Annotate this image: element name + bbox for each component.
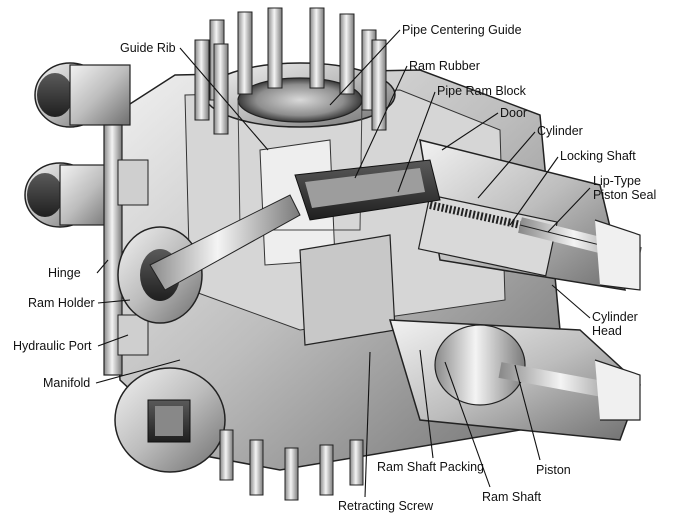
label-piston-seal-line2: Piston Seal	[593, 188, 657, 202]
label-manifold: Manifold	[43, 376, 91, 390]
lower-cylinder-assembly	[388, 319, 641, 441]
label-locking-shaft: Locking Shaft	[560, 149, 636, 163]
leader-lip-type-piston-seal	[547, 187, 591, 233]
label-cylinder-head-line1: Cylinder	[592, 310, 638, 324]
label-ram-rubber: Ram Rubber	[409, 59, 480, 73]
label-lip-type-piston-seal: Lip-Type Piston Seal	[593, 174, 656, 202]
leader-hinge	[96, 259, 109, 274]
top-studs	[194, 7, 387, 135]
leader-lines	[95, 29, 591, 498]
leader-door	[441, 112, 499, 151]
leader-hydraulic-port	[97, 334, 129, 347]
leader-manifold	[95, 359, 181, 384]
leader-pipe-ram-block	[397, 91, 436, 193]
bottom-flange	[114, 367, 226, 473]
label-ram-shaft-packing: Ram Shaft Packing	[377, 460, 484, 474]
label-door: Door	[500, 106, 528, 120]
side-port	[117, 194, 301, 324]
label-pipe-centering-guide: Pipe Centering Guide	[402, 23, 522, 37]
leader-cylinder-head	[551, 284, 591, 319]
label-guide-rib: Guide Rib	[120, 41, 176, 55]
label-piston: Piston	[536, 463, 571, 477]
leader-ram-shaft-packing	[419, 349, 434, 459]
label-pipe-ram-block: Pipe Ram Block	[437, 84, 526, 98]
upper-cylinder-assembly	[417, 138, 642, 291]
leader-cylinder	[477, 131, 536, 199]
label-lip-type-line1: Lip-Type	[593, 174, 641, 188]
leader-guide-rib	[179, 47, 269, 151]
leader-ram-rubber	[354, 65, 408, 179]
label-retracting-screw: Retracting Screw	[338, 499, 434, 513]
label-cylinder: Cylinder	[537, 124, 583, 138]
label-cylinder-head: Cylinder Head	[592, 310, 638, 338]
hinge-column	[103, 124, 149, 376]
bottom-studs	[219, 429, 364, 501]
label-hinge: Hinge	[48, 266, 81, 280]
leader-locking-shaft	[509, 156, 559, 226]
label-hydraulic-port: Hydraulic Port	[13, 339, 92, 353]
label-ram-holder: Ram Holder	[28, 296, 95, 310]
leader-ram-holder	[97, 299, 131, 304]
label-ram-shaft: Ram Shaft	[482, 490, 542, 504]
leader-ram-shaft	[444, 361, 491, 488]
label-cylinder-head-line2: Head	[592, 324, 622, 338]
leader-pipe-centering-guide	[329, 29, 401, 106]
leader-retracting-screw	[364, 351, 371, 498]
leader-piston	[514, 364, 541, 461]
